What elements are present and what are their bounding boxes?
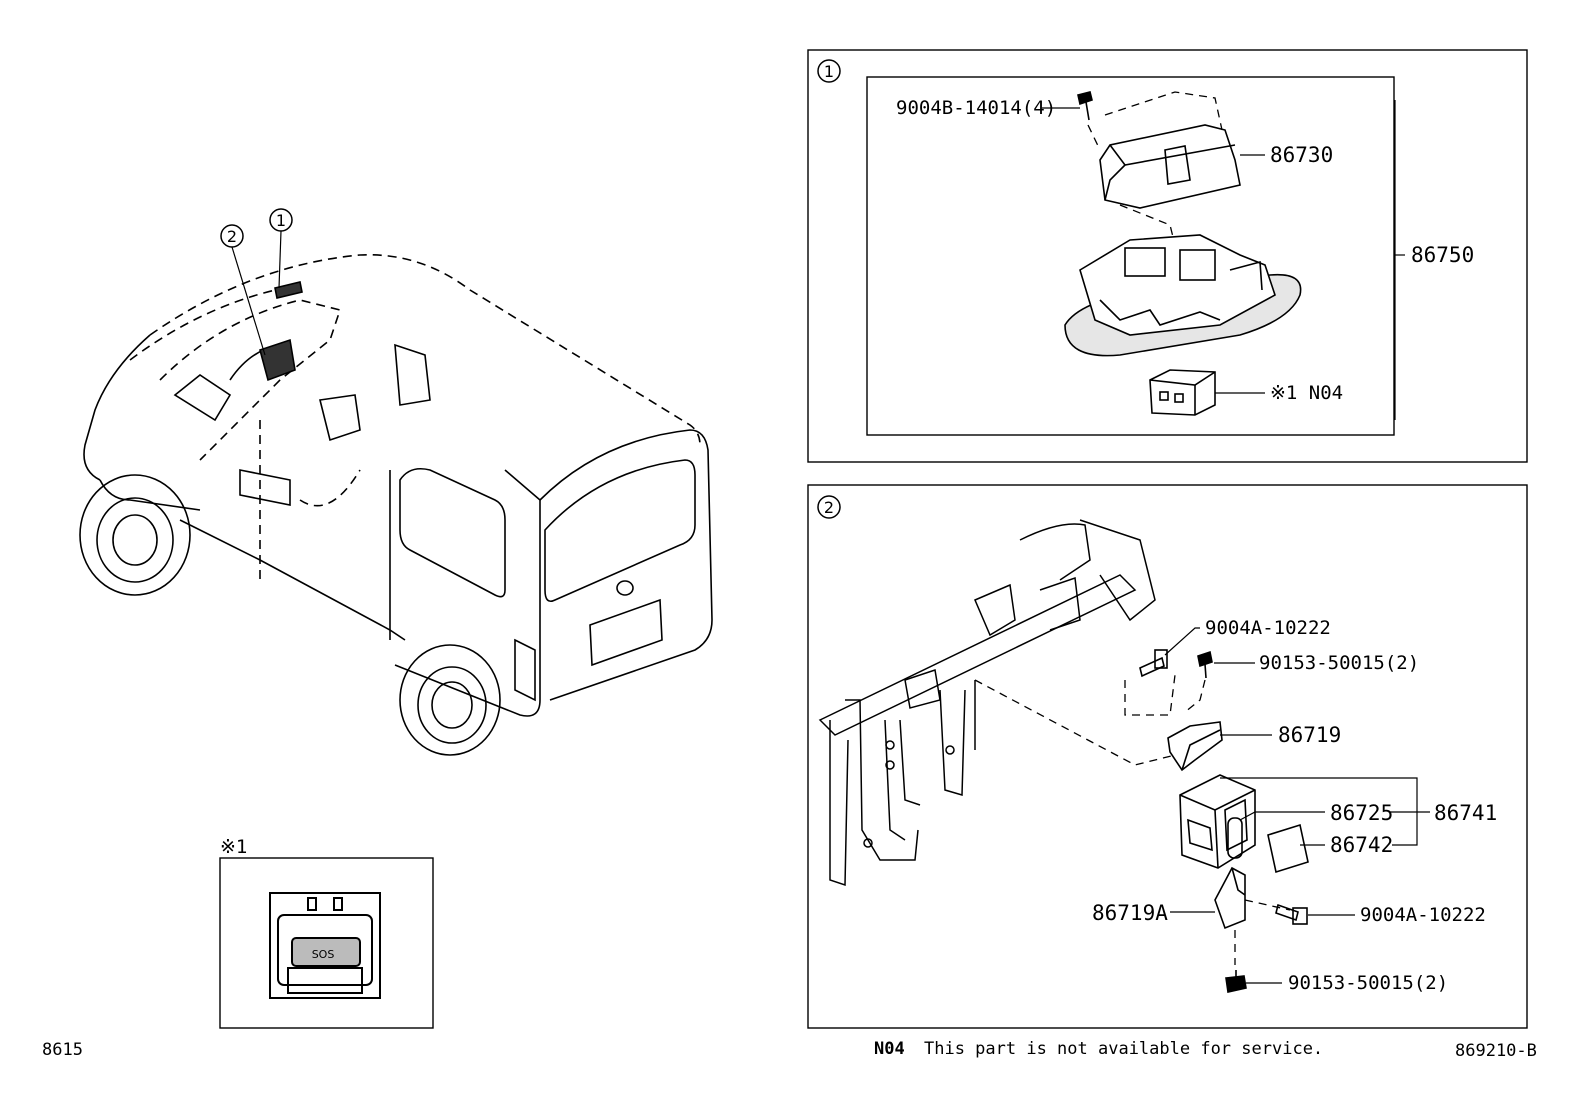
panel-1-frame (807, 49, 1528, 463)
label-part-b: 86742 (1330, 833, 1393, 857)
sensor-module-illustration (1179, 774, 1256, 869)
pin-illustration (1227, 817, 1243, 859)
svg-text:1: 1 (824, 62, 834, 81)
footer-notice-text: This part is not available for service. (924, 1039, 1323, 1059)
label-screw: 9004B-14014(4) (896, 97, 1056, 119)
connector-illustration (269, 892, 381, 999)
svg-text:2: 2 (824, 498, 834, 517)
bolt-icon-lower (1275, 903, 1308, 925)
instrument-panel-reinforcement-illustration (818, 519, 1156, 887)
label-part-a: 86725 (1330, 801, 1393, 825)
label-note-part: ※1 N04 (1270, 382, 1343, 404)
label-lamp: 86730 (1270, 143, 1333, 167)
panel-1-marker: 1 (817, 59, 841, 83)
lamp-housing-illustration (1064, 234, 1302, 357)
plate-illustration (1267, 823, 1309, 874)
bracket-illustration (1167, 721, 1223, 772)
footer-left-code: 8615 (42, 1040, 83, 1060)
footer-figure-code: 869210-B (1455, 1041, 1537, 1061)
clip-icon-upper (1197, 650, 1213, 679)
connector-part-illustration (1149, 369, 1216, 416)
sos-logo-text: SOS (312, 948, 335, 961)
lamp-lens-illustration (1099, 124, 1241, 209)
label-bracket: 86719 (1278, 723, 1341, 747)
van-illustration (79, 253, 713, 756)
panel-1-inner-frame (866, 76, 1395, 436)
label-assembly: 86750 (1411, 243, 1474, 267)
label-clip-lower: 90153-50015(2) (1288, 972, 1448, 994)
mount-guide-line (974, 679, 1176, 766)
label-bolt-upper: 9004A-10222 (1205, 617, 1331, 639)
inset-frame (219, 857, 434, 1029)
clip-icon-lower (1225, 970, 1247, 993)
panel-2-frame (807, 484, 1528, 1029)
label-bracket-a: 86719A (1092, 901, 1168, 925)
svg-text:2: 2 (227, 227, 237, 246)
label-bolt-lower: 9004A-10222 (1360, 904, 1486, 926)
label-clip-upper: 90153-50015(2) (1259, 652, 1419, 674)
label-assy: 86741 (1434, 801, 1497, 825)
van-marker-2: 2 (220, 224, 266, 356)
footer-notice-code: N04 (874, 1039, 905, 1059)
van-marker-1: 1 (269, 208, 293, 289)
lower-bracket-illustration (1214, 866, 1246, 930)
assembly-guides (1087, 91, 1223, 246)
screw-icon (1077, 91, 1093, 121)
svg-text:1: 1 (276, 211, 286, 230)
inset-note-marker: ※1 (220, 836, 247, 858)
panel-2-marker: 2 (817, 495, 841, 519)
bolt-icon-upper (1139, 649, 1168, 678)
